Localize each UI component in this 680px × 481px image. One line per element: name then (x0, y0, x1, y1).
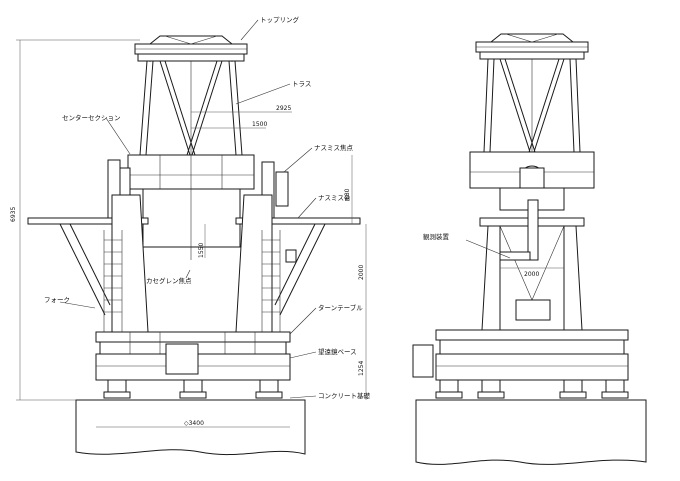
telescope-base (95, 343, 291, 399)
fork-side (479, 199, 585, 331)
dim-3400: ◇3400 (184, 420, 204, 427)
label-truss: トラス (292, 80, 311, 88)
label-top-ring: トップリング (260, 15, 300, 24)
label-nasmyth-table: ナスミス台 (318, 193, 351, 202)
ladder-left (103, 230, 123, 332)
dim-1500: 1500 (252, 121, 267, 128)
dim-2000b: 2000 (524, 271, 539, 278)
base-side (412, 329, 629, 399)
dim-2000: 2000 (358, 265, 365, 280)
top-ring (134, 35, 248, 62)
leader-observation-device (465, 239, 511, 259)
dim-1254: 1254 (358, 361, 365, 376)
label-telescope-base: 望遠鏡ベース (318, 347, 357, 356)
leaders-front (59, 19, 317, 399)
concrete-foundation (75, 399, 306, 456)
dim-1550: 1550 (198, 243, 205, 258)
label-turntable: ターンテーブル (318, 303, 363, 312)
side-view: 観測装置 2000 (412, 33, 647, 465)
label-center-section: センターセクション (62, 113, 121, 122)
top-ring-side (475, 33, 589, 60)
dim-680: 680 (344, 188, 351, 200)
center-section-side (469, 151, 595, 211)
front-view: トップリング トラス センターセクション ナスミス焦点 ナスミス台 カセグレン焦… (10, 15, 371, 456)
label-nasmyth-focus: ナスミス焦点 (314, 143, 354, 152)
ladder-right (261, 230, 281, 332)
truss-side (483, 58, 581, 153)
label-observation-device: 観測装置 (423, 232, 450, 241)
label-cassegrain-focus: カセグレン焦点 (146, 276, 192, 285)
concrete-foundation-side (415, 399, 647, 465)
dim-2925: 2925 (276, 105, 291, 112)
label-concrete-foundation: コンクリート基礎 (318, 391, 371, 400)
center-section (127, 154, 255, 260)
truss (139, 60, 243, 156)
dim-6935: 6935 (10, 207, 17, 222)
label-fork: フォーク (44, 296, 70, 304)
dimensions-front (16, 39, 367, 428)
nasmyth-table (27, 217, 361, 316)
